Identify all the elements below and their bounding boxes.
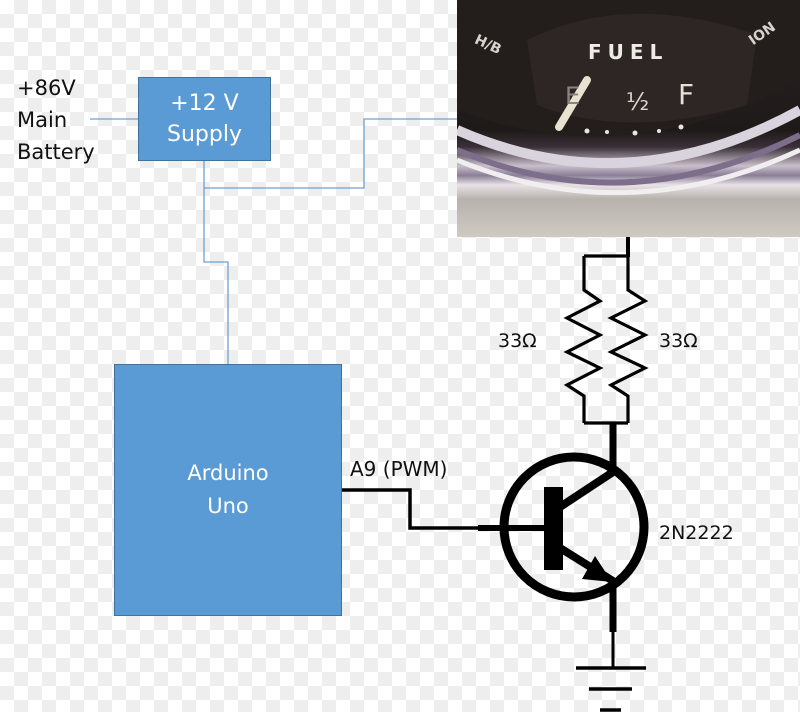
- gauge-mark-empty: E: [565, 82, 581, 110]
- resistor-left: [563, 256, 604, 423]
- supply-to-gauge-wire: [204, 118, 457, 189]
- battery-label-line2: Main: [17, 108, 68, 132]
- supply-to-arduino-wire: [203, 161, 229, 364]
- supply-block: +12 V Supply: [138, 77, 271, 161]
- gauge-mark-half: ½: [626, 88, 650, 116]
- arduino-label: Arduino: [187, 461, 269, 485]
- ground-symbol: [576, 666, 646, 712]
- resistor-right-label: 33Ω: [659, 330, 698, 352]
- arduino-block: Arduino Uno: [114, 364, 342, 616]
- pwm-signal-wire: [342, 488, 480, 530]
- gauge-mark-full: F: [678, 78, 695, 111]
- supply-label: Supply: [167, 122, 242, 147]
- fuel-gauge-illustration: [457, 0, 800, 196]
- pwm-pin-label: A9 (PWM): [350, 457, 448, 481]
- gauge-title: FUEL: [588, 40, 669, 64]
- battery-label: +86V Main Battery: [17, 72, 95, 168]
- battery-voltage: +86V: [17, 76, 76, 100]
- resistor-left-label: 33Ω: [498, 330, 537, 352]
- fuel-gauge-photo: FUEL E ½ F H/B ION: [457, 0, 800, 237]
- resistor-right: [607, 256, 649, 423]
- parallel-resistors: [563, 254, 649, 425]
- arduino-model: Uno: [207, 494, 249, 518]
- npn-transistor-symbol: [499, 452, 649, 602]
- gauge-needle: [555, 76, 591, 131]
- supply-voltage: +12 V: [170, 91, 239, 116]
- battery-label-line3: Battery: [17, 140, 95, 164]
- emitter-arrow: [582, 556, 612, 582]
- base-bar: [544, 487, 563, 570]
- transistor-label: 2N2222: [659, 522, 734, 544]
